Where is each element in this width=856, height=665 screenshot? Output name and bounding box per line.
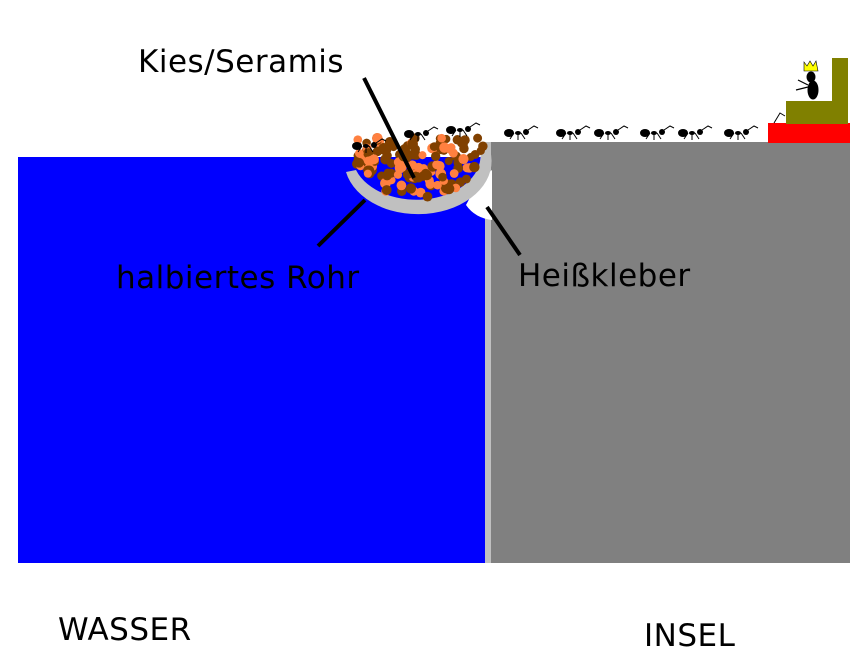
gravel-fill — [352, 132, 488, 202]
gravel-piece — [418, 151, 427, 160]
gravel-piece — [476, 146, 485, 155]
gravel-piece — [413, 162, 424, 173]
gravel-piece — [421, 168, 431, 178]
gravel-piece — [439, 142, 450, 153]
island-edge — [485, 142, 491, 563]
gravel-piece — [437, 133, 446, 143]
island-area — [490, 142, 850, 563]
water-area — [18, 157, 490, 563]
gravel-piece — [353, 135, 363, 145]
gravel-piece — [452, 135, 463, 145]
gravel-piece — [473, 133, 483, 143]
throne-seat — [786, 101, 848, 124]
throne-base — [768, 123, 850, 143]
gravel-piece — [425, 179, 435, 189]
gravel-piece — [396, 180, 407, 191]
gravel-piece — [432, 160, 442, 170]
gravel-piece — [422, 191, 433, 202]
gravel-piece — [449, 169, 459, 178]
label-island: INSEL — [644, 618, 736, 654]
gravel-piece — [396, 162, 407, 173]
ant-icon — [352, 138, 387, 153]
gravel-piece — [381, 185, 392, 195]
ant-icon — [678, 125, 713, 140]
gravel-piece — [458, 153, 469, 165]
throne-back — [832, 58, 848, 103]
gravel-piece — [372, 146, 383, 157]
gravel-piece — [354, 157, 365, 168]
hot-glue — [466, 170, 492, 220]
ant-trail — [352, 122, 759, 153]
gravel-piece — [363, 156, 373, 166]
ant-icon — [594, 125, 629, 140]
ant-icon — [504, 125, 539, 140]
label-glue: Heißkleber — [518, 258, 691, 294]
label-gravel: Kies/Seramis — [138, 44, 345, 80]
queen-ant-icon — [795, 71, 819, 100]
gravel-piece — [443, 183, 455, 195]
half-pipe — [346, 150, 492, 215]
gravel-piece — [354, 148, 364, 158]
gravel-piece — [433, 180, 442, 190]
ant-antenna-icon — [773, 112, 786, 124]
ant-icon — [556, 125, 591, 140]
pointer-glue — [485, 205, 522, 257]
gravel-piece — [469, 161, 480, 173]
gravel-piece — [431, 151, 441, 161]
gravel-piece — [393, 170, 403, 179]
gravel-piece — [438, 172, 447, 182]
gravel-piece — [383, 168, 392, 177]
ant-icon — [724, 125, 759, 140]
gravel-piece — [444, 156, 453, 166]
gravel-piece — [410, 144, 420, 154]
pointer-gravel — [362, 77, 416, 179]
gravel-piece — [462, 163, 472, 173]
crown-icon — [803, 60, 819, 72]
ant-icon — [640, 125, 675, 140]
gravel-piece — [461, 174, 471, 184]
pointer-pipe — [316, 198, 367, 248]
gravel-piece — [386, 158, 396, 168]
label-water: WASSER — [58, 612, 192, 648]
gravel-piece — [363, 169, 372, 178]
queen-throne — [768, 58, 850, 143]
label-pipe: halbiertes Rohr — [116, 260, 360, 296]
ant-icon — [404, 126, 439, 141]
gravel-piece — [429, 142, 439, 151]
ant-icon — [446, 122, 481, 137]
gravel-piece — [405, 183, 417, 194]
